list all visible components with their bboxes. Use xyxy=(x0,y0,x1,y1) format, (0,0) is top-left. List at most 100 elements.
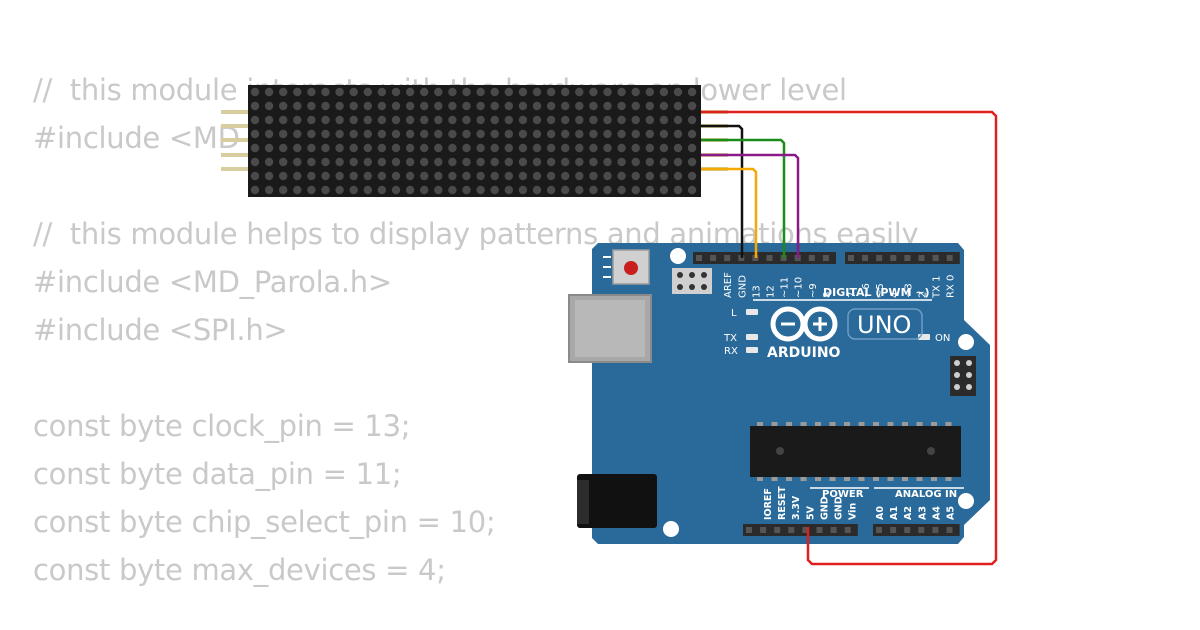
digital-pin-socket[interactable] xyxy=(724,255,731,261)
matrix-led xyxy=(434,157,443,167)
analog-pin-label: A1 xyxy=(889,506,900,520)
digital-pin-socket[interactable] xyxy=(808,255,815,261)
matrix-led xyxy=(293,87,302,97)
led-tx: TX xyxy=(723,333,758,344)
reset-button-cap[interactable] xyxy=(624,261,638,275)
matrix-led xyxy=(462,171,471,181)
matrix-led xyxy=(575,157,584,167)
matrix-led xyxy=(335,143,344,153)
matrix-led xyxy=(518,185,528,195)
matrix-led xyxy=(490,143,499,153)
power-pin-socket[interactable] xyxy=(816,527,823,533)
matrix-led xyxy=(603,171,612,181)
analog-pin-label: A4 xyxy=(931,506,942,520)
matrix-led xyxy=(673,185,683,195)
analog-pin-socket[interactable] xyxy=(932,527,939,533)
matrix-led xyxy=(349,143,358,153)
power-pin-socket[interactable] xyxy=(760,527,767,533)
analog-pin-socket[interactable] xyxy=(890,527,897,533)
matrix-led xyxy=(250,171,260,181)
digital-pin-socket[interactable] xyxy=(696,255,702,261)
power-header[interactable] xyxy=(743,524,858,536)
matrix-led xyxy=(391,143,401,153)
matrix-led xyxy=(561,115,570,125)
chip-leg xyxy=(829,477,836,481)
matrix-led xyxy=(448,129,457,139)
matrix-led xyxy=(518,143,528,153)
matrix-led xyxy=(377,101,387,111)
icsp-pin xyxy=(677,284,683,290)
matrix-led xyxy=(377,171,387,181)
digital-pin-socket[interactable] xyxy=(890,255,897,261)
matrix-led xyxy=(603,143,612,153)
analog-pin-socket[interactable] xyxy=(918,527,925,533)
digital-pin-socket[interactable] xyxy=(946,255,953,261)
icsp-pin xyxy=(701,284,707,290)
matrix-led xyxy=(617,115,626,125)
chip-leg xyxy=(902,422,908,426)
matrix-led xyxy=(279,143,288,153)
matrix-led xyxy=(279,87,288,97)
digital-pin-socket[interactable] xyxy=(848,255,854,261)
digital-pin-socket[interactable] xyxy=(710,255,717,261)
digital-pin-socket[interactable] xyxy=(822,255,829,261)
power-pin-socket[interactable] xyxy=(746,527,752,533)
power-pin-socket[interactable] xyxy=(830,527,837,533)
matrix-led xyxy=(532,87,542,97)
matrix-led xyxy=(264,157,274,167)
code-line: const byte clock_pin = 13; xyxy=(33,409,411,443)
matrix-led xyxy=(391,171,401,181)
logo-minus-icon xyxy=(781,322,795,326)
matrix-led xyxy=(490,87,499,97)
analog-pin-socket[interactable] xyxy=(904,527,911,533)
matrix-led xyxy=(321,87,330,97)
power-pin-socket[interactable] xyxy=(788,527,795,533)
analog-header[interactable] xyxy=(873,524,960,536)
matrix-led xyxy=(659,87,669,97)
matrix-led xyxy=(504,129,513,139)
digital-pin-socket[interactable] xyxy=(918,255,925,261)
led-matrix-module[interactable] xyxy=(221,85,728,197)
power-pin-socket[interactable] xyxy=(844,527,851,533)
matrix-led xyxy=(434,115,443,125)
matrix-led xyxy=(391,115,401,125)
icsp-header-usb xyxy=(672,268,712,294)
digital-pin-label: ~9 xyxy=(808,283,819,298)
led-rx: RX xyxy=(724,346,758,357)
matrix-led xyxy=(490,157,499,167)
matrix-led xyxy=(293,157,302,167)
analog-header-label: ANALOG IN xyxy=(895,489,957,500)
matrix-led xyxy=(307,115,316,125)
analog-pin-socket[interactable] xyxy=(876,527,882,533)
chip-leg xyxy=(945,477,952,481)
matrix-led xyxy=(476,157,485,167)
mounting-hole xyxy=(670,248,686,264)
power-pin-socket[interactable] xyxy=(774,527,781,533)
chip-leg xyxy=(858,422,865,426)
digital-pin-socket[interactable] xyxy=(862,255,869,261)
matrix-led xyxy=(293,185,302,195)
matrix-led xyxy=(532,115,542,125)
digital-pin-socket[interactable] xyxy=(766,255,773,261)
digital-pin-socket[interactable] xyxy=(904,255,911,261)
matrix-led xyxy=(617,143,626,153)
matrix-led xyxy=(250,143,260,153)
matrix-pin xyxy=(221,167,249,171)
matrix-led xyxy=(250,87,260,97)
matrix-led xyxy=(589,185,598,195)
analog-pin-socket[interactable] xyxy=(946,527,953,533)
led-rx-indicator xyxy=(746,347,758,353)
matrix-led xyxy=(575,171,584,181)
matrix-led xyxy=(603,185,612,195)
matrix-led xyxy=(349,87,358,97)
digital-pin-label: ~11 xyxy=(780,277,791,298)
power-pin-socket[interactable] xyxy=(802,527,809,533)
digital-pin-socket[interactable] xyxy=(876,255,883,261)
power-pin-label: RESET xyxy=(777,486,788,520)
reset-button[interactable] xyxy=(612,249,650,285)
chip-leg xyxy=(771,477,778,481)
matrix-led xyxy=(363,129,372,139)
digital-pin-socket[interactable] xyxy=(932,255,939,261)
digital-header[interactable] xyxy=(693,252,960,264)
